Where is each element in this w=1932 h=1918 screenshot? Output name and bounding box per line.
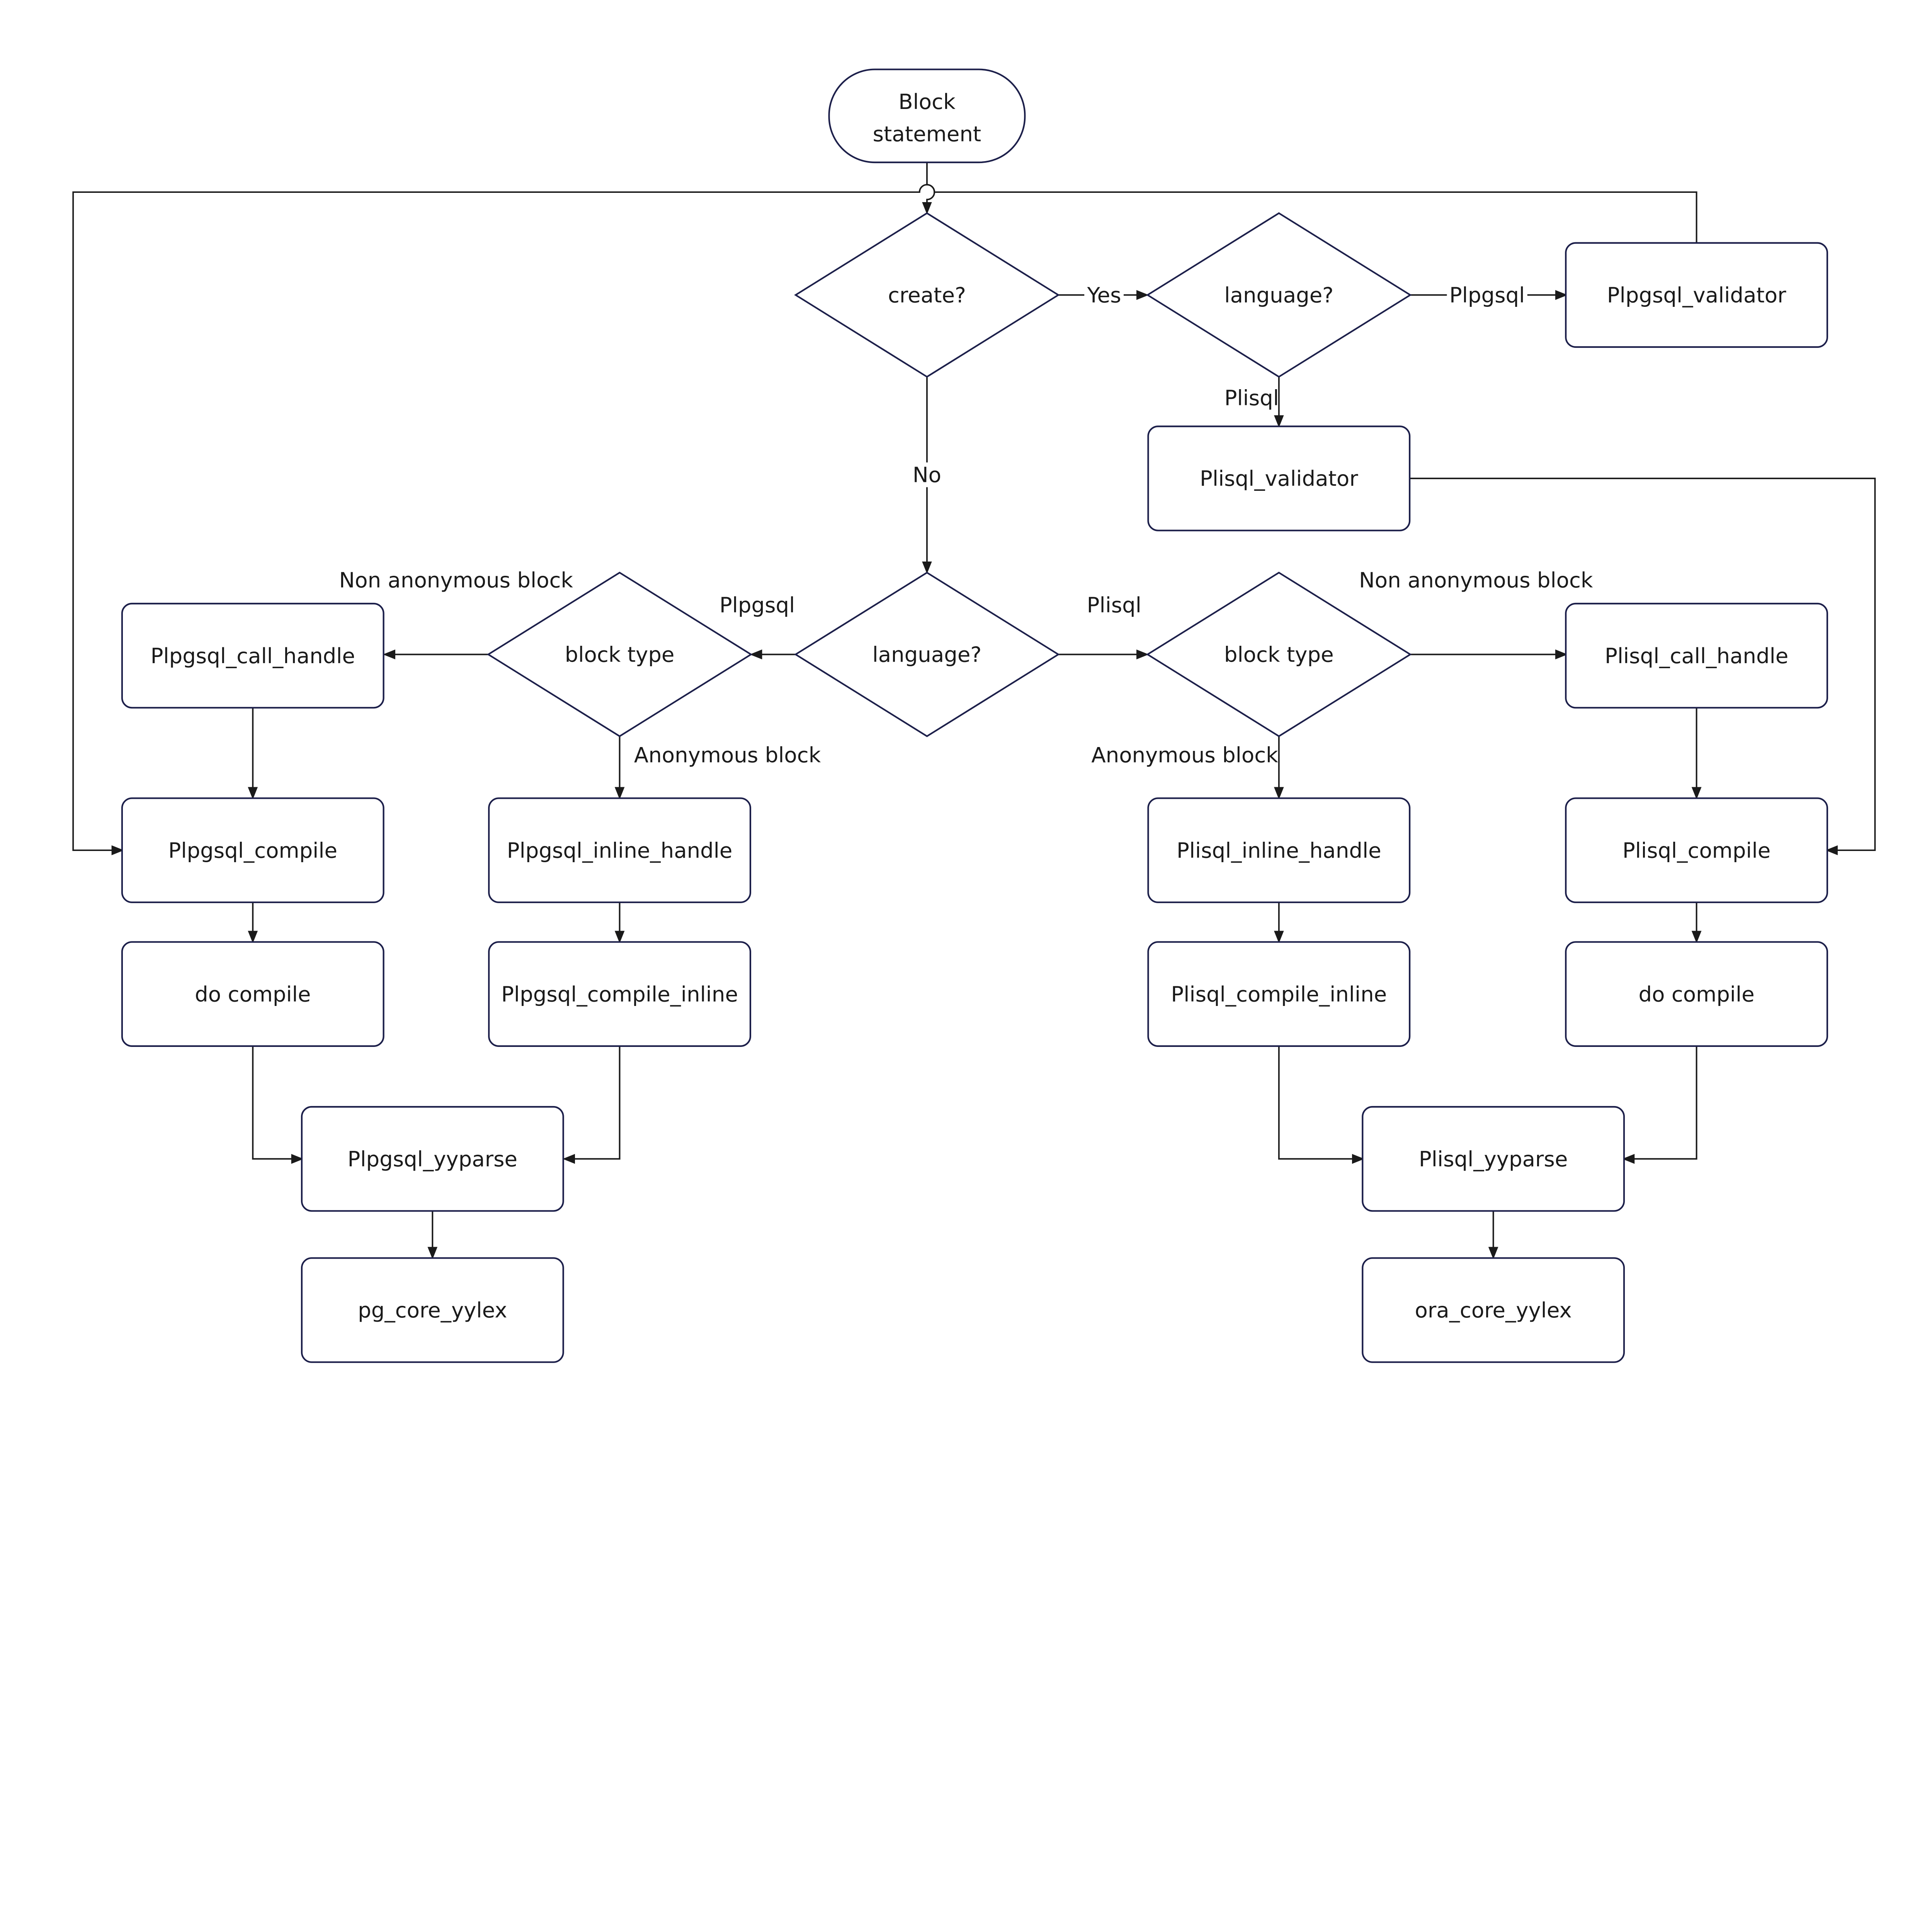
start-terminal: Block statement bbox=[828, 68, 1026, 163]
edge-label-main-plisql: Plisql bbox=[1087, 592, 1141, 617]
edge-label-main-plpgsql: Plpgsql bbox=[719, 592, 795, 617]
edge-label-text: Plisql bbox=[1087, 592, 1141, 617]
plisql-compile-inline-label: Plisql_compile_inline bbox=[1171, 982, 1387, 1006]
pg-core-yylex-box: pg_core_yylex bbox=[301, 1257, 564, 1363]
edge-b3 bbox=[1278, 1046, 1365, 1164]
language-decision-top-diamond: language? bbox=[1146, 212, 1412, 378]
edge-label-right-anonymous: Anonymous block bbox=[1091, 742, 1278, 767]
plisql-call-handle-label: Plisql_call_handle bbox=[1605, 643, 1788, 668]
plpgsql-compile-box: Plpgsql_compile bbox=[121, 797, 384, 903]
block-type-left-label: block type bbox=[565, 642, 675, 667]
pg-core-yylex-label: pg_core_yylex bbox=[358, 1298, 507, 1322]
plpgsql-compile-inline-box: Plpgsql_compile_inline bbox=[488, 941, 752, 1047]
ora-core-yylex-box: ora_core_yylex bbox=[1362, 1257, 1625, 1363]
ora-core-yylex-label: ora_core_yylex bbox=[1415, 1298, 1572, 1322]
plisql-compile-box: Plisql_compile bbox=[1565, 797, 1828, 903]
start-label-line1: Block bbox=[898, 89, 956, 114]
edge-label-left-anonymous: Anonymous block bbox=[634, 742, 821, 767]
edge-label-no: No bbox=[910, 462, 944, 487]
edge-label-text: Anonymous block bbox=[1091, 742, 1278, 767]
edge-label-text: Non anonymous block bbox=[1359, 568, 1593, 592]
do-compile-right-box: do compile bbox=[1565, 941, 1828, 1047]
plisql-validator-label: Plisql_validator bbox=[1200, 466, 1358, 491]
edge-label-right-non-anonymous: Non anonymous block bbox=[1359, 568, 1593, 592]
flowchart: Block statement create? language? language? b… bbox=[72, 68, 1876, 1363]
edge-label-top-plisql: Plisql bbox=[1225, 386, 1279, 410]
create-decision-diamond: create? bbox=[794, 212, 1060, 378]
plpgsql-yyparse-label: Plpgsql_yyparse bbox=[348, 1147, 518, 1171]
plpgsql-validator-box: Plpgsql_validator bbox=[1565, 242, 1828, 348]
block-type-right-label: block type bbox=[1224, 642, 1334, 667]
block-type-right-diamond: block type bbox=[1146, 572, 1412, 737]
plpgsql-call-handle-label: Plpgsql_call_handle bbox=[151, 643, 355, 668]
edge-label-text: Plisql bbox=[1225, 386, 1279, 410]
do-compile-right-label: do compile bbox=[1639, 982, 1755, 1006]
plpgsql-compile-label: Plpgsql_compile bbox=[168, 838, 338, 863]
plisql-compile-label: Plisql_compile bbox=[1622, 838, 1770, 863]
language-decision-top-label: language? bbox=[1224, 283, 1333, 308]
edge-b2 bbox=[563, 1046, 621, 1164]
edge-label-text: No bbox=[913, 463, 941, 487]
plisql-yyparse-box: Plisql_yyparse bbox=[1362, 1106, 1625, 1212]
edge-label-text: Non anonymous block bbox=[339, 568, 573, 592]
edge-b1 bbox=[252, 1046, 304, 1164]
plisql-validator-box: Plisql_validator bbox=[1147, 425, 1411, 531]
edge-plisql-validator-to-compile bbox=[1410, 478, 1876, 855]
edge-label-text: Plpgsql bbox=[719, 592, 795, 617]
edge-validator-loop bbox=[72, 184, 1697, 855]
plpgsql-inline-handle-box: Plpgsql_inline_handle bbox=[488, 797, 752, 903]
plisql-call-handle-box: Plisql_call_handle bbox=[1565, 602, 1828, 709]
edge-label-text: Yes bbox=[1087, 283, 1121, 308]
create-decision-label: create? bbox=[888, 283, 966, 308]
start-label-line2: statement bbox=[873, 122, 981, 146]
edge-label-yes: Yes bbox=[1084, 283, 1124, 308]
edge-label-text: Anonymous block bbox=[634, 742, 821, 767]
language-decision-main-diamond: language? bbox=[794, 572, 1060, 737]
plpgsql-validator-label: Plpgsql_validator bbox=[1607, 283, 1786, 308]
edge-label-top-plpgsql: Plpgsql bbox=[1447, 283, 1527, 308]
plisql-inline-handle-label: Plisql_inline_handle bbox=[1177, 838, 1381, 863]
plpgsql-compile-inline-label: Plpgsql_compile_inline bbox=[501, 982, 738, 1006]
do-compile-left-label: do compile bbox=[195, 982, 311, 1006]
plisql-inline-handle-box: Plisql_inline_handle bbox=[1147, 797, 1411, 903]
edge-b4 bbox=[1622, 1046, 1697, 1164]
language-decision-main-label: language? bbox=[872, 642, 982, 667]
do-compile-left-box: do compile bbox=[121, 941, 384, 1047]
plisql-yyparse-label: Plisql_yyparse bbox=[1419, 1147, 1568, 1171]
plpgsql-call-handle-box: Plpgsql_call_handle bbox=[121, 602, 384, 709]
edge-label-left-non-anonymous: Non anonymous block bbox=[339, 568, 573, 592]
plpgsql-yyparse-box: Plpgsql_yyparse bbox=[301, 1106, 564, 1212]
plpgsql-inline-handle-label: Plpgsql_inline_handle bbox=[507, 838, 733, 863]
block-type-left-diamond: block type bbox=[486, 572, 753, 737]
edge-label-text: Plpgsql bbox=[1449, 283, 1525, 308]
plisql-compile-inline-box: Plisql_compile_inline bbox=[1147, 941, 1411, 1047]
